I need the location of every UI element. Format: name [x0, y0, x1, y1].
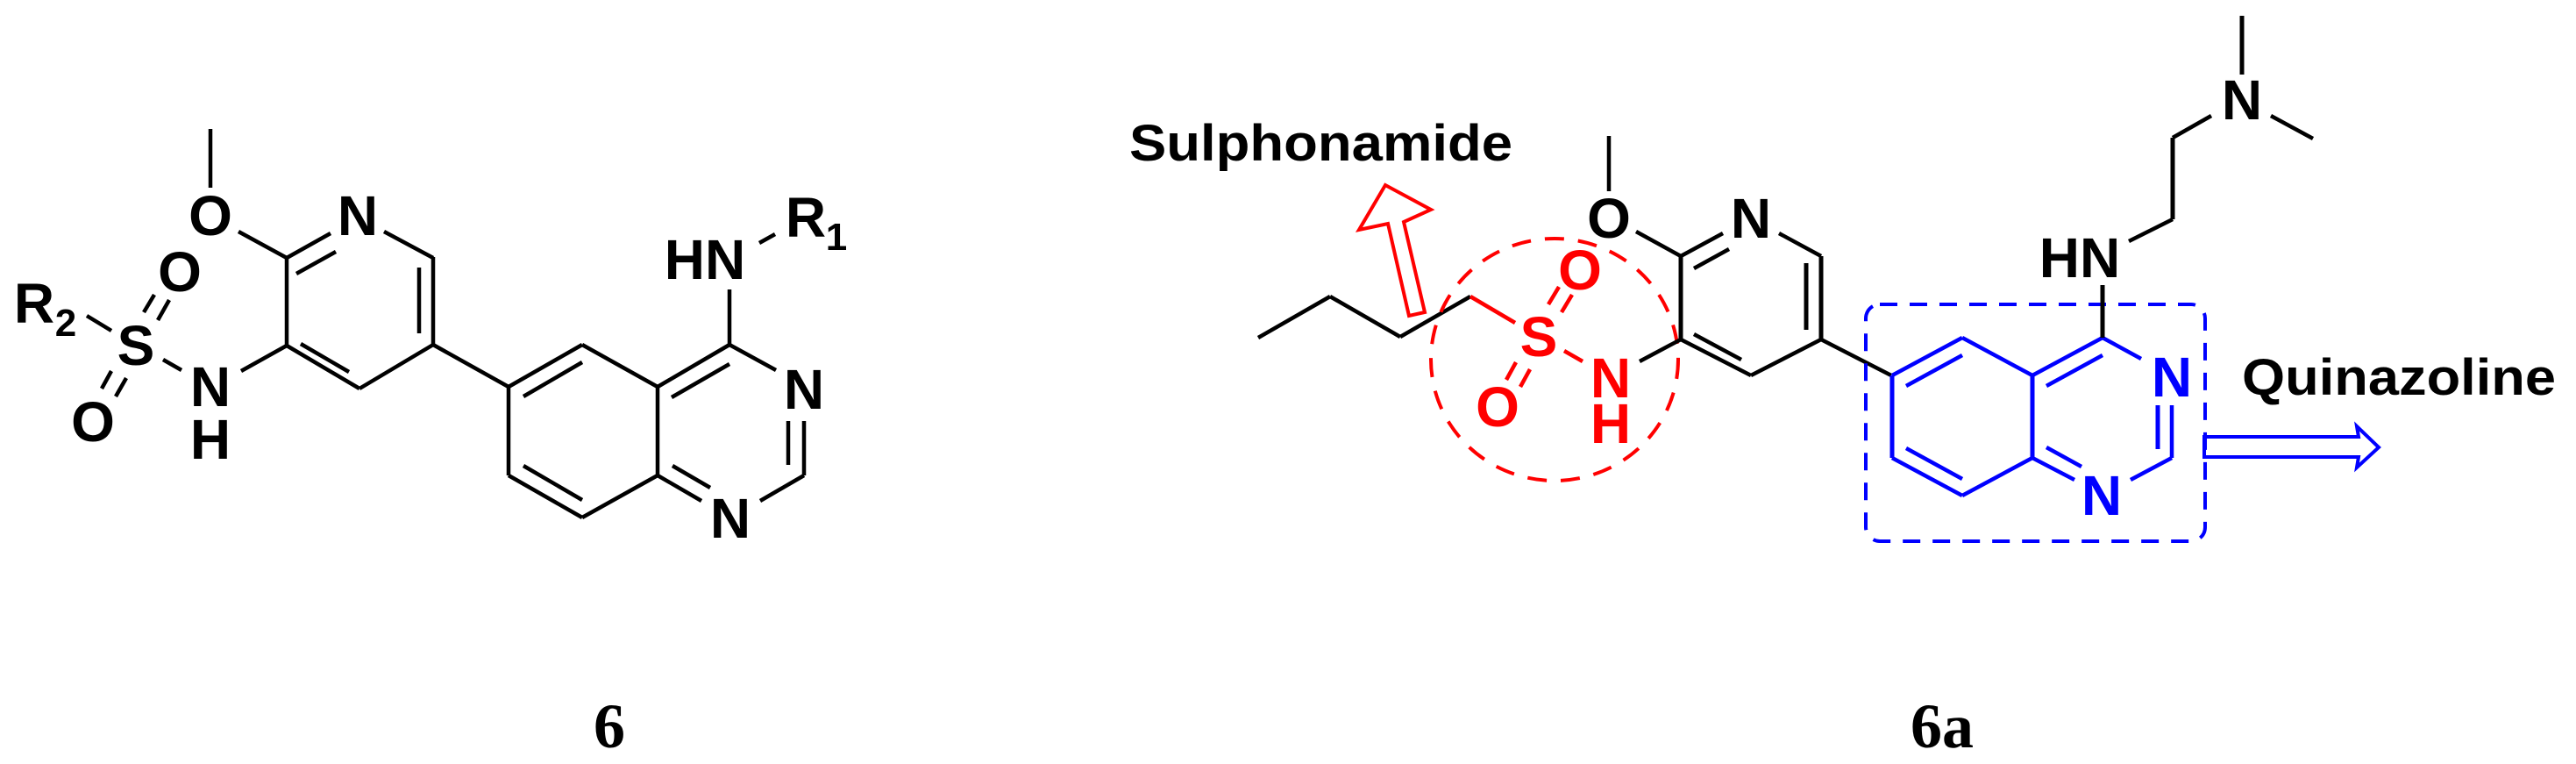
compound-6a-dimethylaminoethyl-chain: HN N	[2039, 16, 2315, 338]
quinazoline-callout-label: Quinazoline	[2242, 349, 2556, 406]
compound-6a-dimethylamino-nitrogen: N	[2222, 68, 2262, 132]
compound-6-r2-subscript: 2	[55, 302, 76, 345]
compound-6a-quinazoline-n3: N	[2152, 346, 2192, 409]
compound-6a-sulfonyl-oxygen-bottom: O	[1476, 375, 1519, 439]
compound-6a-methoxy-oxygen: O	[1587, 187, 1631, 250]
compound-6a-quinazoline-n1: N	[2081, 464, 2122, 527]
compound-6a-pyridine-nitrogen: N	[1731, 187, 1771, 250]
sulphonamide-callout-label: Sulphonamide	[1129, 115, 1512, 172]
compound-6a-amine-hn: HN	[2039, 226, 2120, 289]
compound-6-r1-subscript: 1	[826, 216, 847, 259]
compound-6a-sulfur: S	[1520, 305, 1558, 368]
compound-6a-sulphonamide-group: S O O N H	[1469, 239, 1631, 455]
compound-6-amine-hn: HN	[665, 228, 745, 291]
sulphonamide-arrow-icon	[1355, 182, 1435, 318]
compound-6-pyridine-nitrogen: N	[338, 184, 378, 247]
compound-6a-quinazoline: N N	[1889, 336, 2192, 527]
compound-6-label: 6	[594, 691, 625, 761]
compound-6-amide-hydrogen: H	[190, 408, 231, 471]
compound-6a-label: 6a	[1911, 691, 1974, 761]
quinazoline-highlight-box	[1864, 303, 2207, 543]
compound-6a-butyl-chain	[1256, 295, 1472, 339]
compound-6-structure: O N R 2 S O O N H HN R 1 N N	[14, 129, 847, 550]
quinazoline-arrow-icon	[2202, 421, 2381, 473]
compound-6-methoxy-oxygen: O	[189, 184, 232, 247]
compound-6a-amide-nitrogen: N	[1590, 346, 1631, 410]
compound-6a-sulfonyl-oxygen-top: O	[1558, 239, 1602, 302]
compound-6a-amide-hydrogen: H	[1590, 392, 1631, 455]
compound-6-sulfonyl-oxygen-top: O	[158, 240, 202, 303]
sulphonamide-highlight-circle	[1429, 237, 1680, 482]
compound-6-r2-group: R	[14, 272, 54, 335]
compound-6-sulfur: S	[117, 314, 155, 377]
compound-6-amide-nitrogen: N	[190, 355, 231, 418]
compound-6-quinazoline-n1: N	[710, 487, 751, 550]
compound-6-quinazoline-n3: N	[784, 358, 824, 421]
compound-6-sulfonyl-oxygen-bottom: O	[71, 390, 115, 453]
compound-6a-pyridine: O N	[1587, 136, 1893, 378]
compound-6-r1-group: R	[786, 186, 826, 249]
